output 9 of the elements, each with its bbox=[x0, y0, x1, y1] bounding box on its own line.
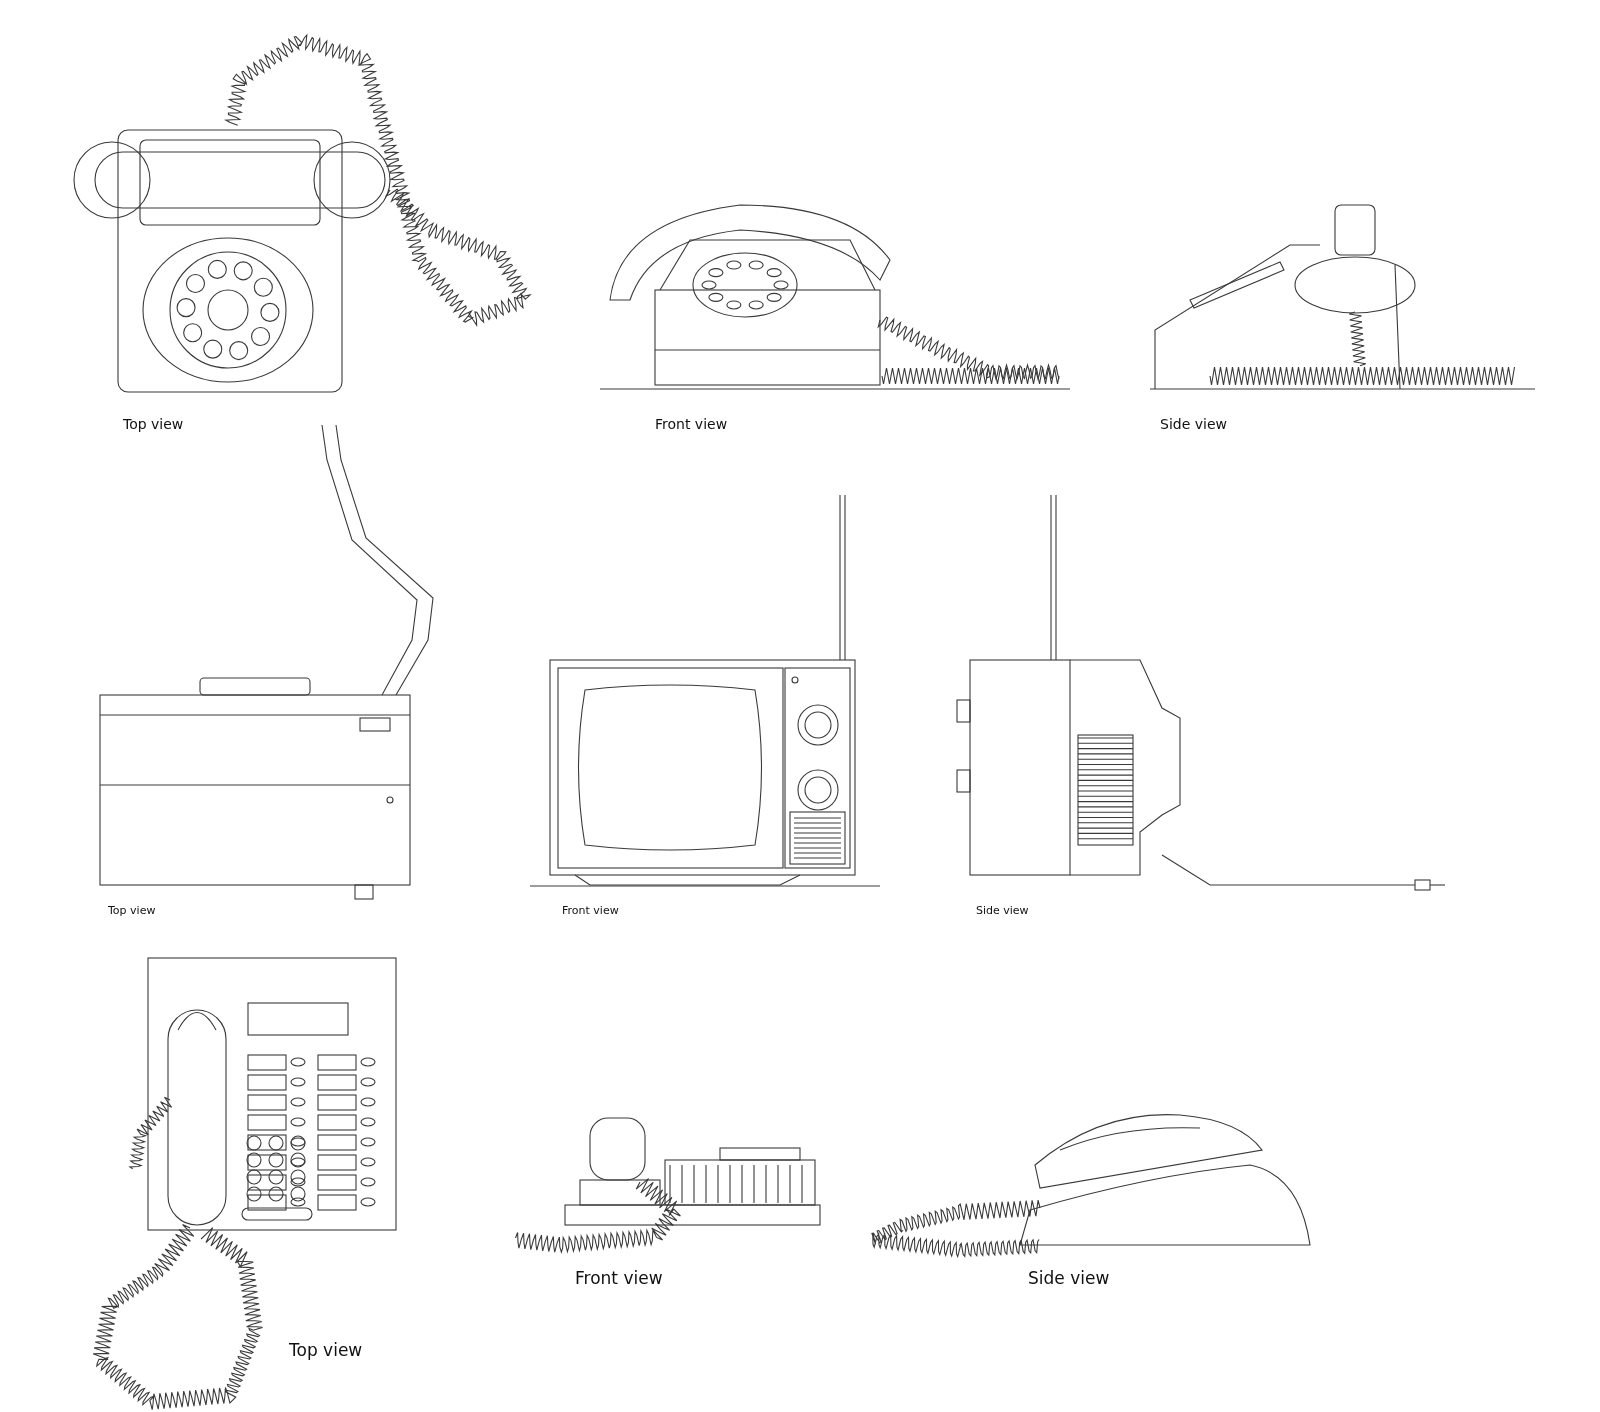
view-label: Top view bbox=[289, 1340, 363, 1361]
view-label: Front view bbox=[575, 1268, 663, 1289]
view-label: Side view bbox=[1028, 1268, 1110, 1289]
view-label: Top view bbox=[123, 416, 184, 433]
view-label: Front view bbox=[562, 904, 619, 918]
view-label: Side view bbox=[976, 904, 1029, 918]
view-label: Front view bbox=[655, 416, 728, 433]
view-label: Side view bbox=[1160, 416, 1227, 433]
view-label: Top view bbox=[108, 904, 156, 918]
